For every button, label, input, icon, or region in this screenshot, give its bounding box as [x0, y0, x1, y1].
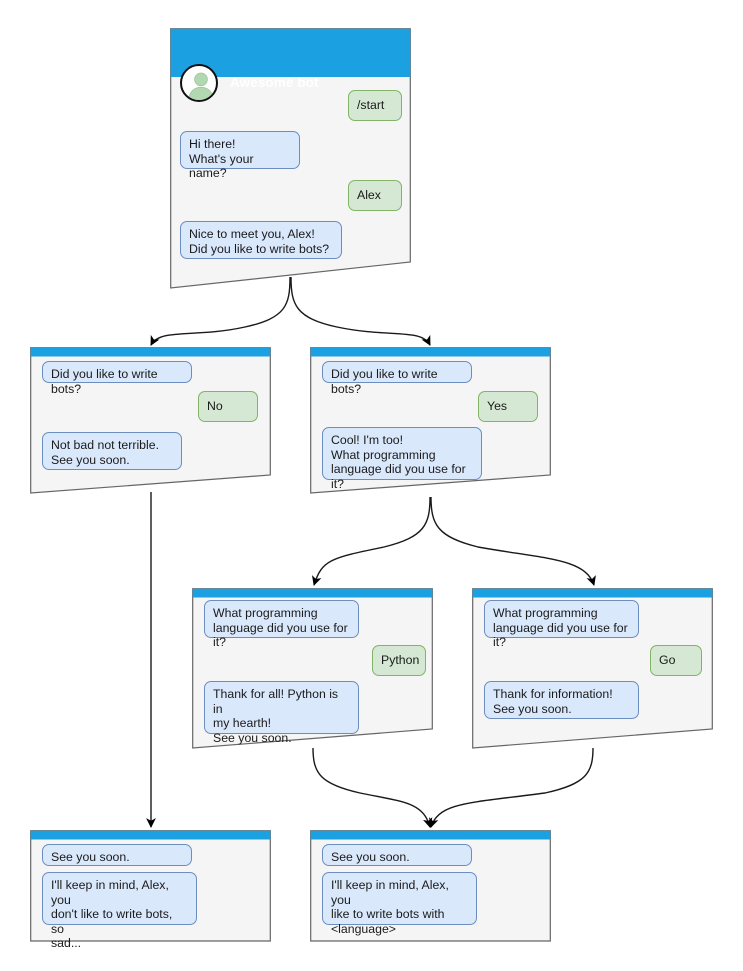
node-language-go[interactable]: What programming language did you use fo…	[472, 588, 713, 750]
message-bubble-bot: What programming language did you use fo…	[484, 600, 639, 649]
message-bubble-bot: Nice to meet you, Alex! Did you like to …	[180, 221, 342, 259]
message-bubble-user: Yes	[478, 391, 538, 422]
message-bubble-bot: Thank for all! Python is in my hearth! S…	[204, 681, 359, 745]
edge-answer-yes-to-go	[430, 496, 596, 586]
message-bubble-user: Alex	[348, 180, 402, 211]
message-bubble-bot: Did you like to write bots?	[322, 361, 472, 396]
node-answer-yes[interactable]: Did you like to write bots? Yes Cool! I'…	[310, 347, 551, 495]
message-bubble-bot: See you soon.	[42, 844, 192, 866]
message-bubble-bot: See you soon.	[322, 844, 472, 866]
message-bubble-user: /start	[348, 90, 402, 121]
node-end-happy[interactable]: See you soon. I'll keep in mind, Alex, y…	[310, 830, 551, 942]
message-bubble-bot: I'll keep in mind, Alex, you don't like …	[42, 872, 197, 950]
message-bubble-user: No	[198, 391, 258, 422]
message-bubble-bot: Not bad not terrible. See you soon.	[42, 432, 182, 470]
message-bubble-bot: What programming language did you use fo…	[204, 600, 359, 649]
node-start-title: Awesome bot	[230, 75, 319, 90]
edge-go-to-end-happy	[429, 747, 594, 828]
person-avatar-icon	[180, 64, 218, 102]
message-bubble-user: Python	[372, 645, 426, 676]
message-bubble-bot: Thank for information! See you soon.	[484, 681, 639, 719]
edge-python-to-end-happy	[312, 747, 433, 828]
edge-answer-yes-to-python	[312, 496, 431, 586]
message-bubble-bot: Did you like to write bots?	[42, 361, 192, 396]
message-bubble-bot: I'll keep in mind, Alex, you like to wri…	[322, 872, 477, 936]
message-bubble-user: Go	[650, 645, 702, 676]
node-start[interactable]: Awesome bot /start Hi there! What's your…	[170, 28, 411, 290]
node-answer-no[interactable]: Did you like to write bots? No Not bad n…	[30, 347, 271, 495]
message-bubble-bot: Cool! I'm too! What programming language…	[322, 427, 482, 491]
node-language-python[interactable]: What programming language did you use fo…	[192, 588, 433, 750]
node-end-sad[interactable]: See you soon. I'll keep in mind, Alex, y…	[30, 830, 271, 950]
message-bubble-bot: Hi there! What's your name?	[180, 131, 300, 180]
